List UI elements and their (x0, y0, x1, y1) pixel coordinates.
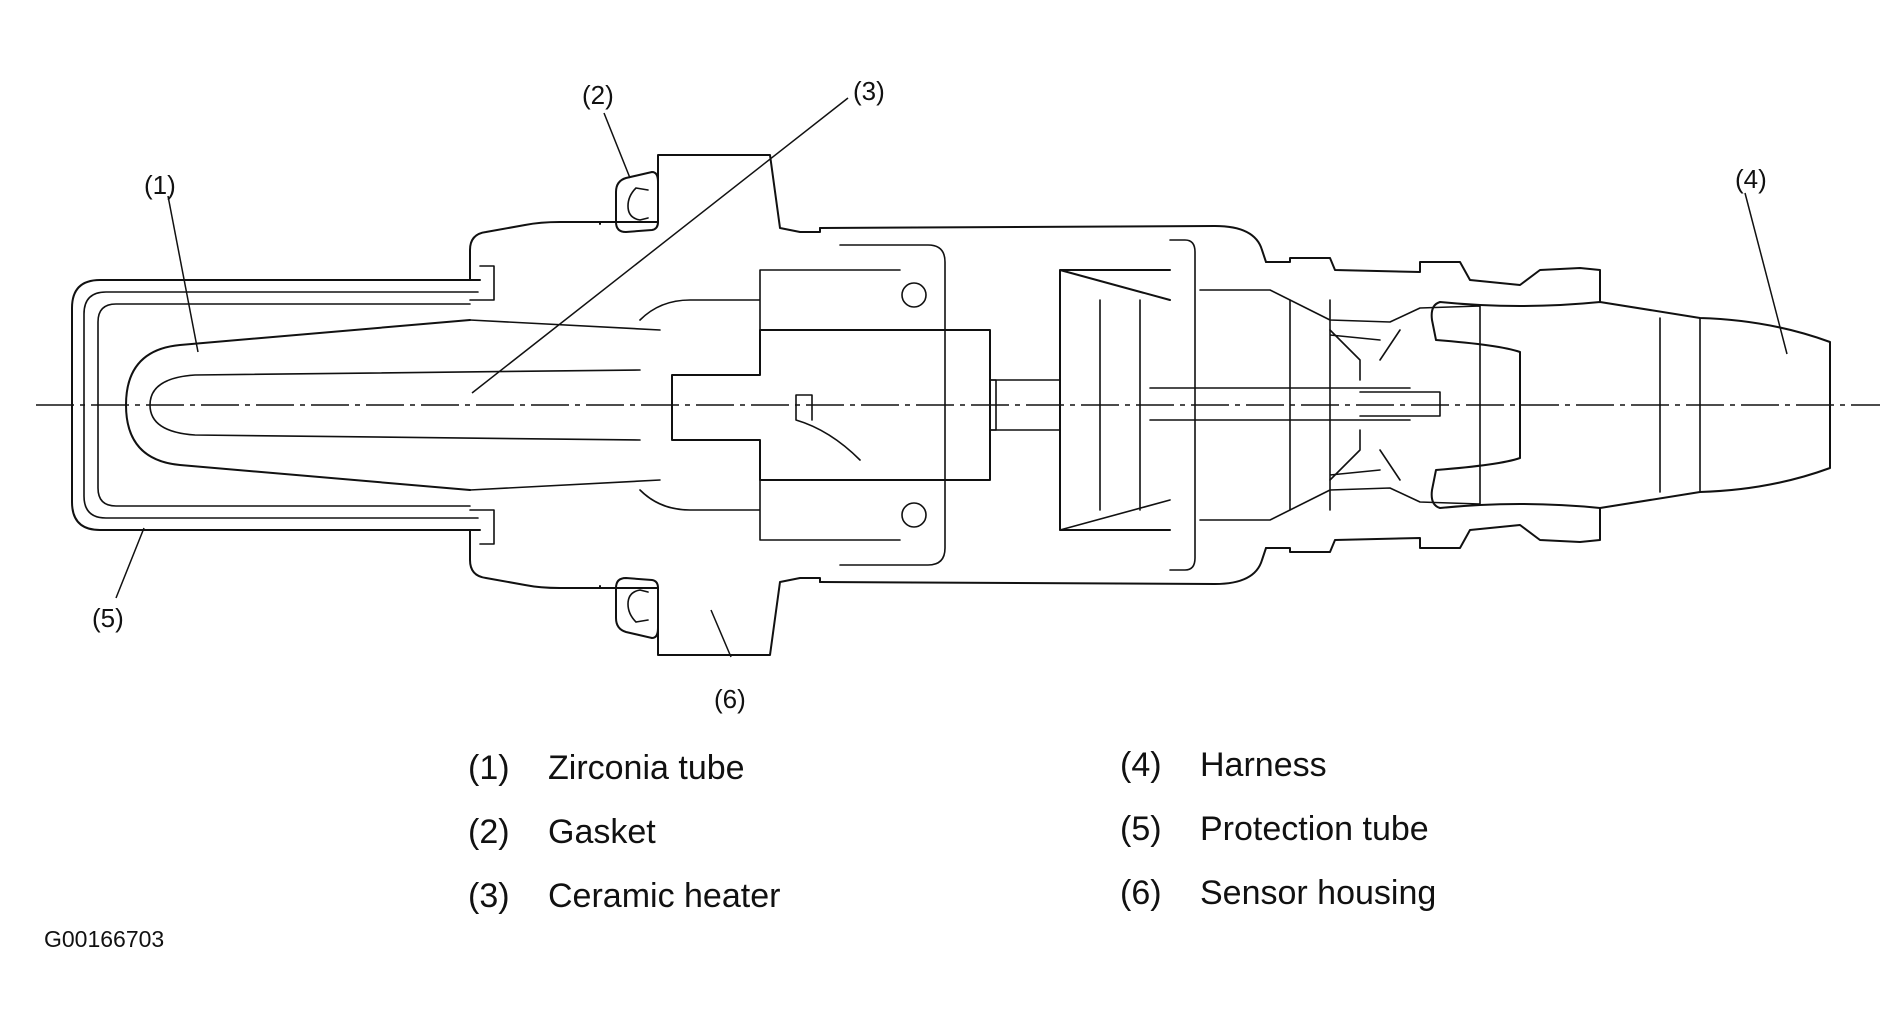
legend-label: Harness (1200, 746, 1327, 784)
leader-6 (710, 609, 732, 658)
gasket-upper-inner (627, 187, 649, 221)
legend-right: (4) Harness (5) Protection tube (6) Sens… (1120, 733, 1436, 925)
shoulder-lower (469, 529, 601, 589)
zirconia-tube-outer (125, 319, 471, 491)
leader-2 (603, 112, 631, 179)
protection-tube-outer (71, 279, 481, 531)
callout-5: (5) (92, 603, 124, 633)
seal-ring-lower (901, 502, 927, 528)
legend-item: (6) Sensor housing (1120, 861, 1436, 925)
connector-pins (1149, 299, 1441, 511)
protection-tube-inner-2 (97, 303, 471, 507)
sensor-housing-inner (839, 244, 946, 566)
heater-holder-upper (639, 269, 901, 331)
connector-wedges (1329, 329, 1401, 481)
callout-3: (3) (853, 76, 885, 106)
seal-ring-upper (901, 282, 927, 308)
legend-label: Protection tube (1200, 810, 1429, 848)
legend-item: (4) Harness (1120, 733, 1436, 797)
heater-holder-lower (639, 479, 901, 541)
legend-number: (5) (1120, 810, 1162, 848)
zirconia-tube-mid (469, 319, 661, 491)
heater-detail (795, 379, 997, 461)
legend-label: Gasket (548, 813, 656, 851)
leader-5 (115, 527, 145, 599)
legend-number: (6) (1120, 874, 1162, 912)
sensor-housing-flange (657, 154, 821, 656)
legend-item: (3) Ceramic heater (468, 864, 780, 928)
legend-number: (2) (468, 813, 510, 851)
legend-left: (1) Zirconia tube (2) Gasket (3) Ceramic… (468, 736, 780, 928)
callout-2: (2) (582, 80, 614, 110)
legend-number: (1) (468, 749, 510, 787)
legend-item: (1) Zirconia tube (468, 736, 780, 800)
figure-id: G00166703 (44, 926, 165, 952)
sensor-housing-inner-right (1169, 239, 1196, 571)
protection-tube-inner (83, 291, 479, 519)
harness-sleeve (1519, 317, 1701, 493)
legend-number: (3) (468, 877, 510, 915)
callout-6: (6) (714, 684, 746, 714)
leader-4 (1744, 192, 1788, 355)
callout-1: (1) (144, 170, 176, 200)
gasket-lower-inner (627, 589, 649, 623)
connector-outer (1265, 257, 1601, 553)
shoulder-upper-inner (469, 265, 495, 301)
leader-1 (167, 195, 199, 353)
legend-label: Ceramic heater (548, 877, 781, 915)
legend-label: Zirconia tube (548, 749, 745, 787)
zirconia-tube-inner (149, 369, 641, 441)
callout-4: (4) (1735, 164, 1767, 194)
legend-item: (5) Protection tube (1120, 797, 1436, 861)
heater-element (671, 329, 991, 481)
legend-number: (4) (1120, 746, 1162, 784)
insulator-block (1059, 269, 1171, 531)
connector-inner (1199, 289, 1481, 521)
sensor-housing-body (599, 221, 1267, 589)
shoulder-lower-inner (469, 509, 495, 545)
harness (1430, 301, 1831, 509)
legend-label: Sensor housing (1200, 874, 1437, 912)
insulator-detail (989, 299, 1171, 531)
shoulder-upper (469, 221, 601, 281)
legend-item: (2) Gasket (468, 800, 780, 864)
leader-3 (471, 97, 849, 394)
